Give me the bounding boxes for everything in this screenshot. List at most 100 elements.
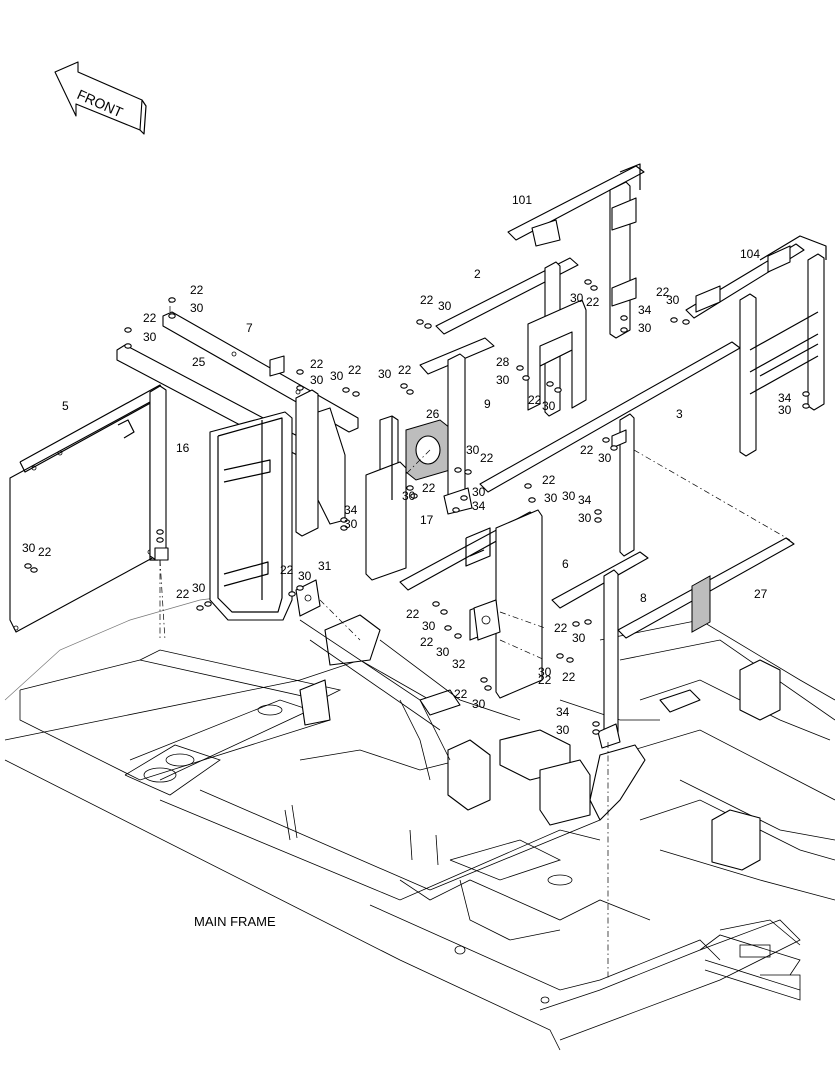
bolt-icon — [480, 677, 488, 683]
callout-c30a: 30 — [190, 301, 204, 315]
callout-c30x: 30 — [436, 645, 450, 659]
part-27-lower-bar — [617, 537, 795, 639]
bolt-icon — [424, 323, 432, 329]
callout-c30d: 30 — [330, 369, 344, 383]
part-5-side-panel — [9, 384, 166, 633]
callout-c16: 16 — [176, 441, 190, 455]
part-2-top-bar — [435, 257, 587, 417]
callout-c28a: 28 — [496, 355, 510, 369]
callout-c30o: 30 — [666, 293, 680, 307]
callout-c22s: 22 — [554, 621, 568, 635]
bolt-icon — [516, 365, 524, 371]
bolt-icon — [454, 467, 462, 473]
bolt-icon — [416, 319, 424, 325]
callout-c5: 5 — [62, 399, 69, 413]
bolt-icon — [802, 391, 810, 397]
callout-c30w: 30 — [422, 619, 436, 633]
callout-c34d: 34 — [778, 391, 792, 405]
callout-c9: 9 — [484, 397, 491, 411]
callout-c32: 32 — [452, 657, 466, 671]
bolt-icon — [592, 721, 600, 727]
bolt-icon — [522, 375, 530, 381]
bolt-icon — [602, 437, 610, 443]
callout-c22o: 22 — [280, 563, 294, 577]
callout-c30u: 30 — [298, 569, 312, 583]
callout-c22k: 22 — [586, 295, 600, 309]
callout-c22l: 22 — [656, 285, 670, 299]
callout-c30z: 30 — [538, 665, 552, 679]
bolt-icon — [524, 483, 532, 489]
bolt-icon — [444, 625, 452, 631]
callout-c2: 2 — [474, 267, 481, 281]
bolt-icon — [124, 327, 132, 333]
bolt-icon — [460, 495, 468, 501]
callout-c30f: 30 — [438, 299, 452, 313]
callout-c30c: 30 — [310, 373, 324, 387]
callout-c34b: 34 — [472, 499, 486, 513]
bolt-icon — [484, 685, 492, 691]
callout-c30i: 30 — [402, 489, 416, 503]
callout-c22j: 22 — [542, 473, 556, 487]
bolt-icon — [156, 537, 164, 543]
callout-c3: 3 — [676, 407, 683, 421]
callout-c30aa: 30 — [472, 697, 486, 711]
bolt-icon — [342, 387, 350, 393]
bolt-icon — [620, 315, 628, 321]
main-frame — [4, 589, 835, 1051]
bolt-icon — [584, 619, 592, 625]
bolt-icon — [682, 319, 690, 325]
callout-c22n: 22 — [38, 545, 52, 559]
bolt-icon — [432, 601, 440, 607]
callout-c30q: 30 — [778, 403, 792, 417]
bolt-icon — [288, 591, 296, 597]
callout-c22h: 22 — [422, 481, 436, 495]
part-16-panel-frame — [209, 411, 293, 621]
callout-c30ac: 30 — [562, 489, 576, 503]
callout-c30j: 30 — [466, 443, 480, 457]
bolt-icon — [168, 297, 176, 303]
bolt-icon — [340, 517, 348, 523]
part-17-bracket — [365, 415, 407, 581]
callout-c22g: 22 — [528, 393, 542, 407]
callout-c22u: 22 — [454, 687, 468, 701]
bolt-icon — [24, 563, 32, 569]
callout-c25: 25 — [192, 355, 206, 369]
callout-c22a: 22 — [190, 283, 204, 297]
callout-c30l: 30 — [472, 485, 486, 499]
bolt-icon — [584, 279, 592, 285]
part-104-guard-frame — [685, 235, 827, 457]
bolt-icon — [554, 387, 562, 393]
bolt-icon — [156, 529, 164, 535]
callout-c30s: 30 — [598, 451, 612, 465]
bolt-icon — [410, 493, 418, 499]
bolt-icon — [592, 729, 600, 735]
callout-c8: 8 — [640, 591, 647, 605]
front-arrow: FRONT — [54, 61, 147, 135]
callout-c30v: 30 — [192, 581, 206, 595]
fasteners — [24, 279, 810, 735]
bolt-icon — [556, 653, 564, 659]
callout-c30k: 30 — [344, 517, 358, 531]
callout-c34f: 34 — [556, 705, 570, 719]
bolt-icon — [572, 621, 580, 627]
bolt-icon — [610, 445, 618, 451]
callout-c30ab: 30 — [556, 723, 570, 737]
part-3-cross-bar — [479, 341, 791, 557]
part-26-spacer-block — [405, 419, 451, 481]
callout-c30n: 30 — [570, 291, 584, 305]
part-32-plate — [473, 599, 501, 641]
callout-c34a: 34 — [344, 503, 358, 517]
callout-c27: 27 — [754, 587, 768, 601]
main-frame-label: MAIN FRAME — [194, 914, 276, 929]
callout-c7: 7 — [246, 321, 253, 335]
bolt-icon — [670, 317, 678, 323]
callout-c22m: 22 — [580, 443, 594, 457]
bolt-icon — [30, 567, 38, 573]
bolt-icon — [454, 633, 462, 639]
bolt-icon — [296, 369, 304, 375]
callout-c101: 101 — [512, 193, 532, 207]
bolt-icon — [296, 585, 304, 591]
callout-c22v: 22 — [562, 670, 576, 684]
bolt-icon — [452, 507, 460, 513]
